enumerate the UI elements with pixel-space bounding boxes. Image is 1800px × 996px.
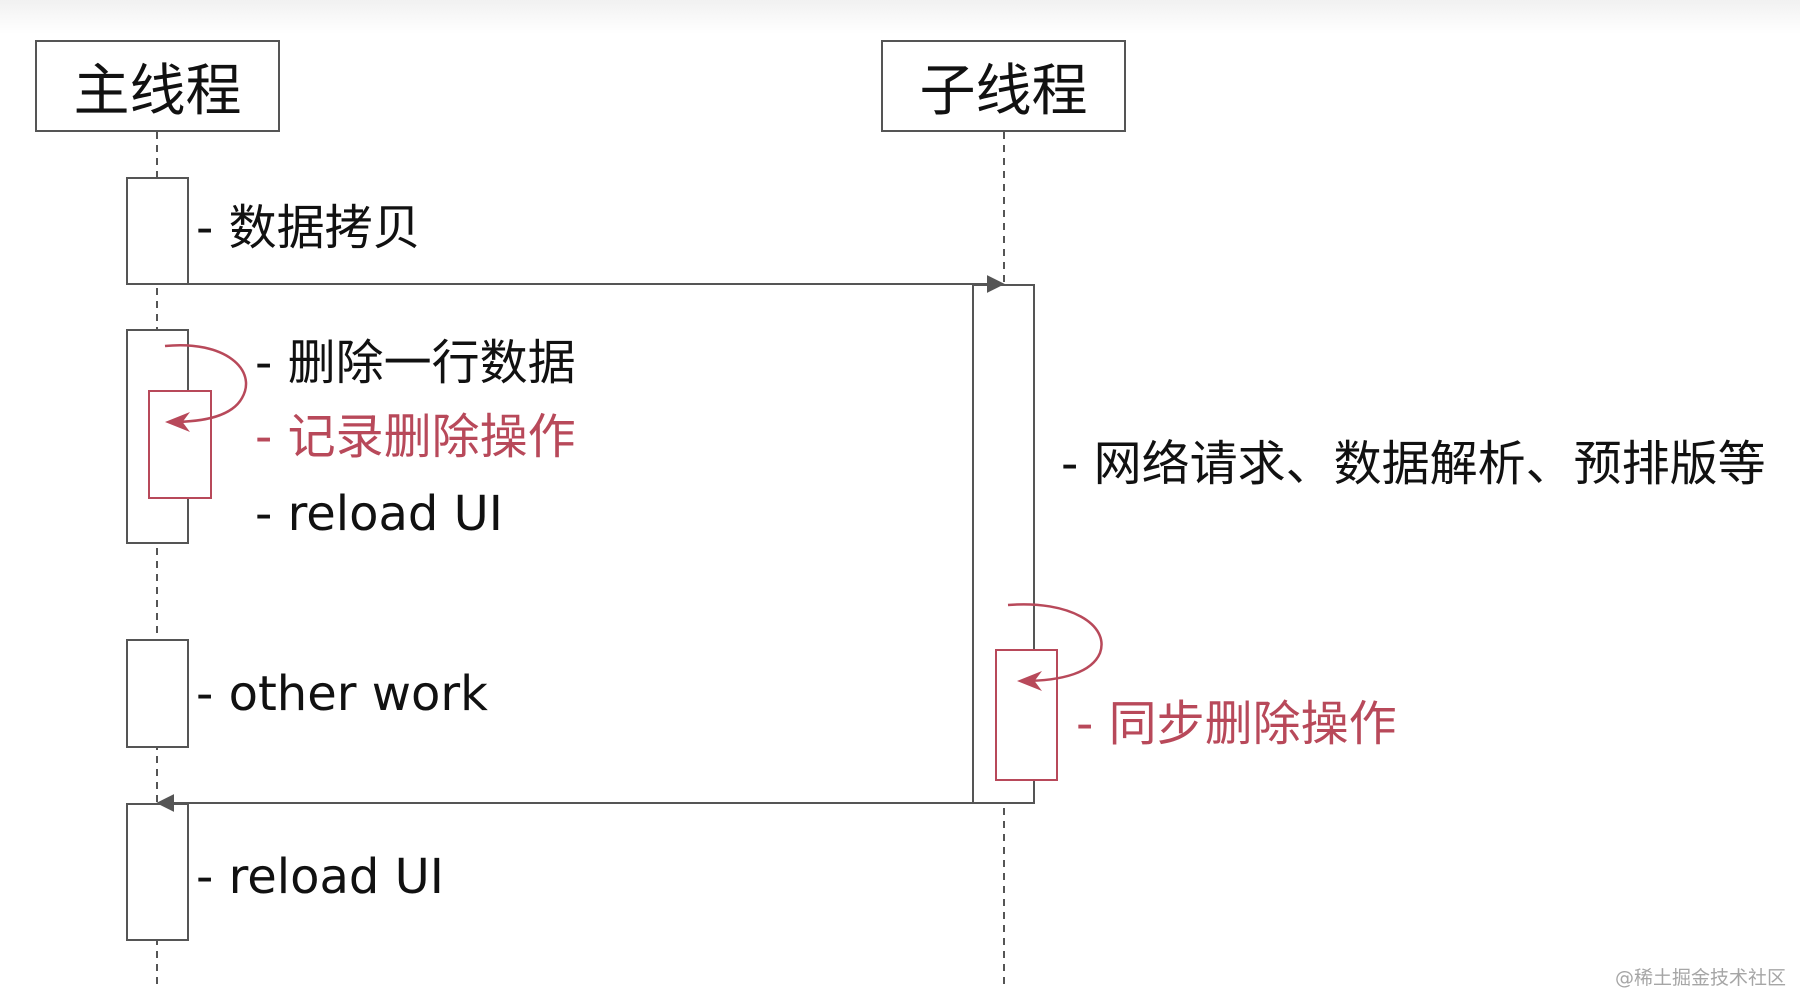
activation-other-work xyxy=(126,639,189,748)
activation-reload-final xyxy=(126,803,189,941)
self-call-sync xyxy=(1007,603,1103,691)
activation-record xyxy=(148,390,212,499)
participant-main: 主线程 xyxy=(35,40,280,132)
step-other-work: - other work xyxy=(196,666,488,722)
activation-copy xyxy=(126,177,189,285)
step-copy: - 数据拷贝 xyxy=(196,200,421,256)
step-record-delete: - 记录删除操作 xyxy=(255,409,576,465)
activation-sync-delete xyxy=(995,649,1058,781)
self-call-record xyxy=(164,343,248,432)
participant-worker: 子线程 xyxy=(881,40,1126,132)
step-reload-ui-2: - reload UI xyxy=(196,849,444,905)
step-network: - 网络请求、数据解析、预排版等 xyxy=(1061,436,1766,492)
step-delete-row: - 删除一行数据 xyxy=(255,335,576,391)
watermark: @稀土掘金技术社区 xyxy=(1614,967,1786,989)
step-reload-ui-1: - reload UI xyxy=(255,486,503,542)
step-sync-delete: - 同步删除操作 xyxy=(1076,696,1397,752)
